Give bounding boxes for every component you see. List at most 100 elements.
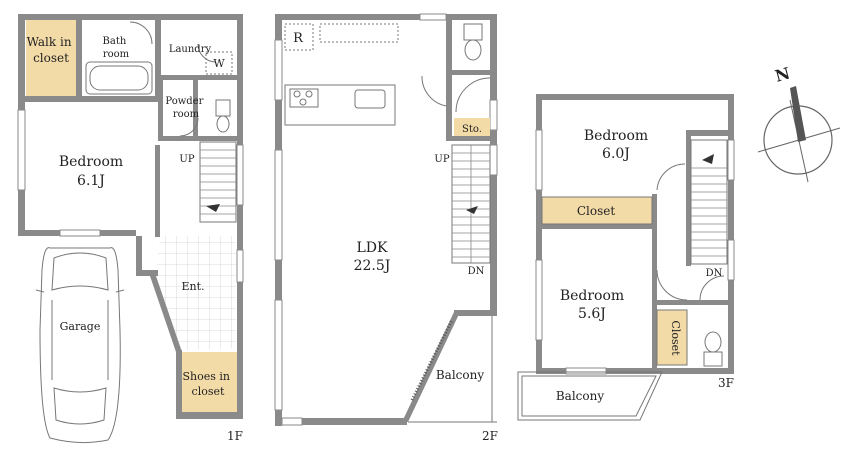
bedroom-a-label: Bedroom [584,128,648,144]
car-icon [35,247,125,444]
wall [176,412,243,419]
walk-in-closet [26,19,76,97]
wall [728,94,734,134]
window [17,109,26,191]
wall [446,14,452,138]
wall [136,236,142,276]
fridge-label: R [293,31,304,46]
down-label: DN [706,268,723,279]
sink-icon [354,89,386,109]
balcony-3f [517,371,663,421]
wall [686,136,691,266]
wall [176,350,182,418]
walk-in-closet-label: Walk in closet [27,35,76,65]
floor-3: Bedroom 6.0J Closet Bedroom 5.6J Closet … [517,94,735,421]
bedroom-size: 6.1J [77,173,105,189]
wall [402,312,460,422]
door-swing [656,163,686,191]
storage [454,118,490,136]
wall [193,80,198,140]
door-swing [179,117,199,137]
stair-arrow-icon [206,204,220,212]
wall [161,75,237,80]
floor-1-label: 1F [227,429,243,443]
laundry-label: Laundry [169,44,212,55]
closet [542,197,652,224]
toilet-icon [463,23,483,41]
wall [150,276,182,352]
entrance-label: Ent. [181,280,204,293]
window [535,129,543,191]
window [236,249,244,283]
window [59,229,101,237]
wall [652,300,728,305]
fridge-icon [284,23,314,51]
floor-2-label: 2F [482,429,498,443]
door-swing [455,77,491,113]
floor-3-label: 3F [718,376,734,390]
bedroom-b-label: Bedroom [560,288,624,304]
stove-icon [289,88,319,108]
wall [136,270,158,276]
stair-arrow-icon [466,206,478,214]
wall [155,145,160,237]
bedroom-a-size: 6.0J [602,146,630,162]
shoes-closet-label: Shoes in closet [183,370,234,398]
balcony-label: Balcony [556,389,604,403]
window [274,39,283,101]
window [489,99,498,131]
stair-arrow-icon [702,154,714,164]
bathroom-label: Bath room [103,36,130,60]
bathtub [85,61,153,95]
wall [652,194,657,370]
cabinet [319,23,399,43]
stairs-1f [199,141,237,223]
door-swing [699,275,725,301]
door-swing [197,43,216,63]
storage-label: Sto. [462,124,482,135]
powder-room-label: Powder room [165,96,206,120]
wall [158,80,163,140]
window [274,149,283,261]
bedroom-label: Bedroom [59,154,123,170]
compass: N [757,64,841,183]
down-label: DN [468,266,485,277]
closet-vertical-label: Closet [669,320,682,356]
door-swing [656,269,688,301]
bedroom-b-size: 5.6J [578,306,606,322]
shoes-closet [180,352,237,412]
up-label: UP [179,154,194,165]
window [419,13,447,21]
wall [446,136,492,141]
wall [446,70,492,75]
wall [275,14,497,20]
balcony-label: Balcony [436,368,484,382]
door-swing [421,75,447,107]
wall [542,224,656,229]
washer-label: W [213,57,225,70]
wall [536,98,542,374]
ldk-size: 22.5J [354,258,391,274]
wall [237,14,243,419]
north-label: N [773,64,792,86]
window [727,239,735,281]
window [535,259,543,341]
wall [275,418,407,425]
floor-1: Walk in closet Bath room Laundry W Powde… [17,14,244,444]
wall [548,94,734,100]
window [281,417,303,426]
wall [454,310,497,316]
window [236,144,244,206]
wall [18,14,243,20]
entrance-tile-floor [156,236,236,350]
north-arrow-icon [790,86,806,142]
wall [155,14,161,102]
up-label: UP [434,154,449,165]
toilet-icon [215,99,231,117]
closet-label: Closet [577,204,616,218]
washer-icon [205,51,233,75]
window [727,139,735,181]
closet-vertical [657,310,687,365]
window [565,367,607,375]
